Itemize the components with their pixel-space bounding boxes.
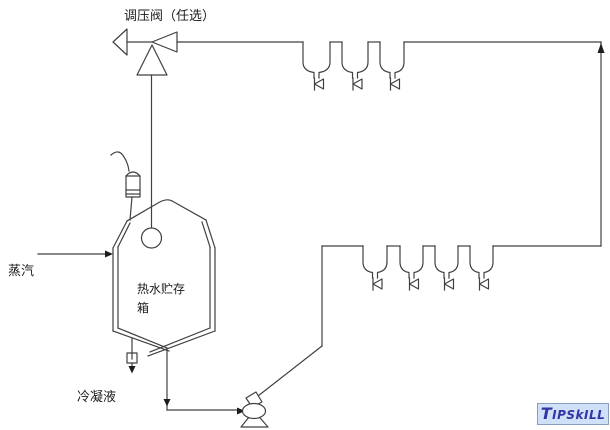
flow-arrow-down-icon bbox=[163, 399, 171, 407]
condensate-drain-trap bbox=[126, 337, 138, 368]
steam-trap-icon bbox=[408, 277, 420, 291]
steam-trap-icon bbox=[313, 77, 325, 91]
steam-label: 蒸汽 bbox=[8, 264, 35, 279]
top-pipe-run bbox=[126, 41, 602, 247]
tank-label: 热水贮存箱 bbox=[137, 282, 186, 315]
pressure-gauge-siphon bbox=[110, 151, 141, 221]
steam-trap-icon bbox=[478, 277, 490, 291]
regulating-valve-label: 调压阀（任选） bbox=[124, 9, 216, 24]
condensate-label: 冷凝液 bbox=[77, 390, 117, 405]
flow-arrow-right-icon bbox=[105, 250, 113, 258]
flow-arrow-right-icon bbox=[237, 407, 245, 415]
steam-trap-icon bbox=[389, 77, 401, 91]
vent-arrow-icon bbox=[112, 28, 128, 56]
hot-water-storage-tank bbox=[112, 199, 216, 357]
flow-arrow-down-icon bbox=[128, 366, 136, 374]
circulation-pump-symbol bbox=[240, 391, 269, 428]
steam-trap-icon bbox=[352, 77, 363, 91]
tank-top-nozzle bbox=[140, 227, 163, 249]
pressure-regulating-valve-symbol bbox=[112, 28, 178, 76]
middle-pipe-run bbox=[257, 245, 602, 397]
tipskill-logo: TIPSkILL bbox=[537, 403, 609, 425]
pump-discharge-line bbox=[257, 345, 323, 397]
radiator-bank-top bbox=[302, 41, 405, 91]
steam-trap-icon bbox=[372, 277, 383, 291]
tank-outlet-line bbox=[166, 349, 239, 411]
flow-arrow-up-icon bbox=[597, 43, 605, 53]
radiator-bank-middle bbox=[362, 245, 494, 291]
steam-trap-icon bbox=[443, 277, 455, 291]
